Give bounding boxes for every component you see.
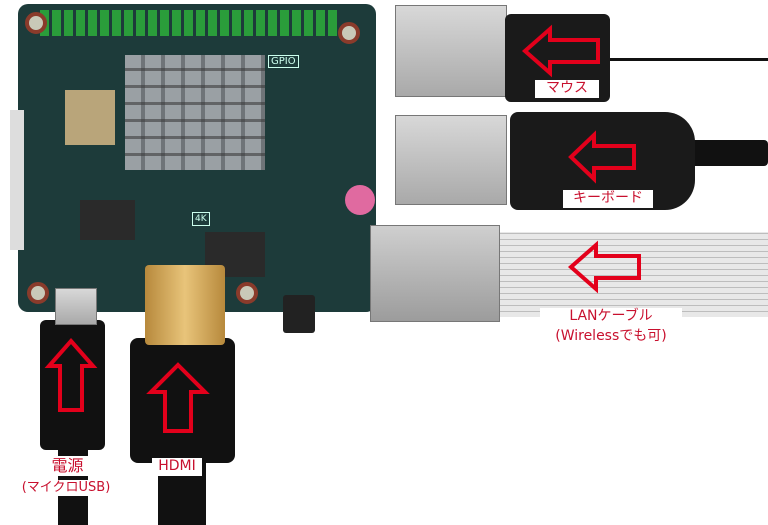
chip: [80, 200, 135, 240]
power-label-line2: (マイクロUSB): [5, 480, 127, 497]
keyboard-label: キーボード: [563, 190, 653, 208]
arrow-left-lan-icon: [567, 240, 641, 294]
hdmi-plug: [145, 265, 225, 345]
heatsink: [125, 55, 265, 170]
mounting-hole: [338, 22, 360, 44]
lan-cable: [495, 232, 768, 317]
hdmi-4k-mark: 4K: [192, 212, 210, 226]
mouse-label: マウス: [535, 80, 599, 98]
power-label-line1: 電源: [10, 456, 125, 476]
mouse-cable: [600, 58, 768, 61]
ethernet-port: [370, 225, 500, 322]
micro-usb-port: [55, 288, 97, 325]
keyboard-cable: [690, 140, 768, 166]
sd-slot: [10, 110, 24, 250]
arrow-left-mouse-icon: [521, 24, 600, 78]
mounting-hole: [236, 282, 258, 304]
wifi-module: [65, 90, 115, 145]
arrow-left-keyboard-icon: [568, 130, 636, 184]
lan-label-line1: LANケーブル: [540, 308, 682, 326]
audio-jack: [283, 295, 315, 333]
capacitor: [345, 185, 375, 215]
mounting-hole: [27, 282, 49, 304]
hdmi-cable: [130, 338, 235, 463]
lan-label-line2: (Wirelessでも可): [540, 328, 682, 346]
gpio-mark: GPIO: [268, 55, 299, 68]
gpio-header: [40, 10, 340, 36]
arrow-up-hdmi-icon: [146, 362, 210, 433]
mounting-hole: [25, 12, 47, 34]
arrow-up-power-icon: [44, 337, 98, 412]
hdmi-label: HDMI: [152, 458, 202, 476]
usb-port-top: [395, 5, 507, 97]
usb-port-bottom: [395, 115, 507, 205]
